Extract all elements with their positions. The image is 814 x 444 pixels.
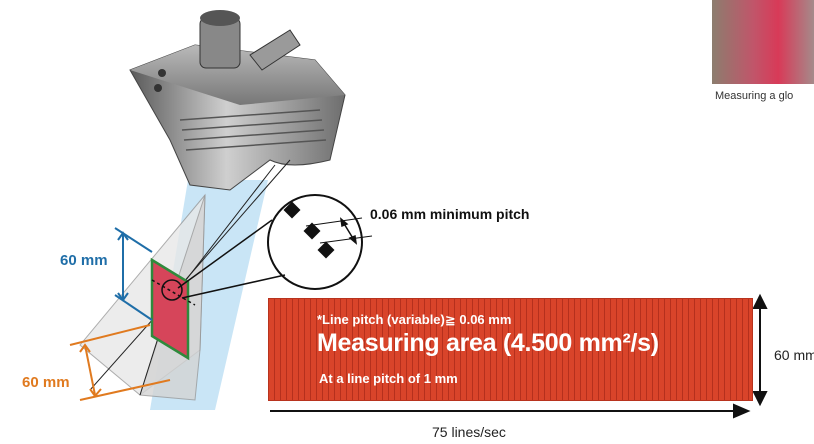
width-dimension-label: 60 mm bbox=[22, 374, 70, 391]
rate-arrow bbox=[270, 403, 751, 419]
photo-caption: Measuring a glo bbox=[715, 90, 794, 102]
zoom-spot bbox=[161, 279, 183, 301]
width-dimension bbox=[69, 324, 171, 401]
measuring-area-box: *Line pitch (variable)≧ 0.06 mm Measurin… bbox=[268, 298, 753, 401]
pitch-ref-line bbox=[305, 217, 363, 227]
area-height-arrow bbox=[752, 293, 768, 407]
zoom-leader-top bbox=[177, 219, 273, 289]
pitch-ref-line-2 bbox=[319, 235, 373, 244]
scan-plane bbox=[150, 257, 190, 361]
sensor-head bbox=[129, 10, 346, 191]
scan-rate-label: 75 lines/sec bbox=[432, 424, 506, 440]
height-dimension bbox=[114, 227, 153, 321]
area-height-label: 60 mm bbox=[774, 347, 814, 363]
zoom-circle bbox=[267, 194, 363, 290]
line-pitch-label: *Line pitch (variable)≧ 0.06 mm bbox=[317, 312, 512, 327]
measuring-area-title: Measuring area (4.500 mm²/s) bbox=[317, 329, 659, 357]
height-dimension-label: 60 mm bbox=[60, 252, 108, 269]
scan-line-dots bbox=[151, 279, 196, 306]
zoom-leader-bottom bbox=[181, 274, 286, 299]
min-pitch-label: 0.06 mm minimum pitch bbox=[370, 206, 530, 222]
pitch-arrow bbox=[339, 217, 358, 245]
photo-thumbnail bbox=[712, 0, 814, 84]
line-pitch-note: At a line pitch of 1 mm bbox=[319, 371, 458, 386]
